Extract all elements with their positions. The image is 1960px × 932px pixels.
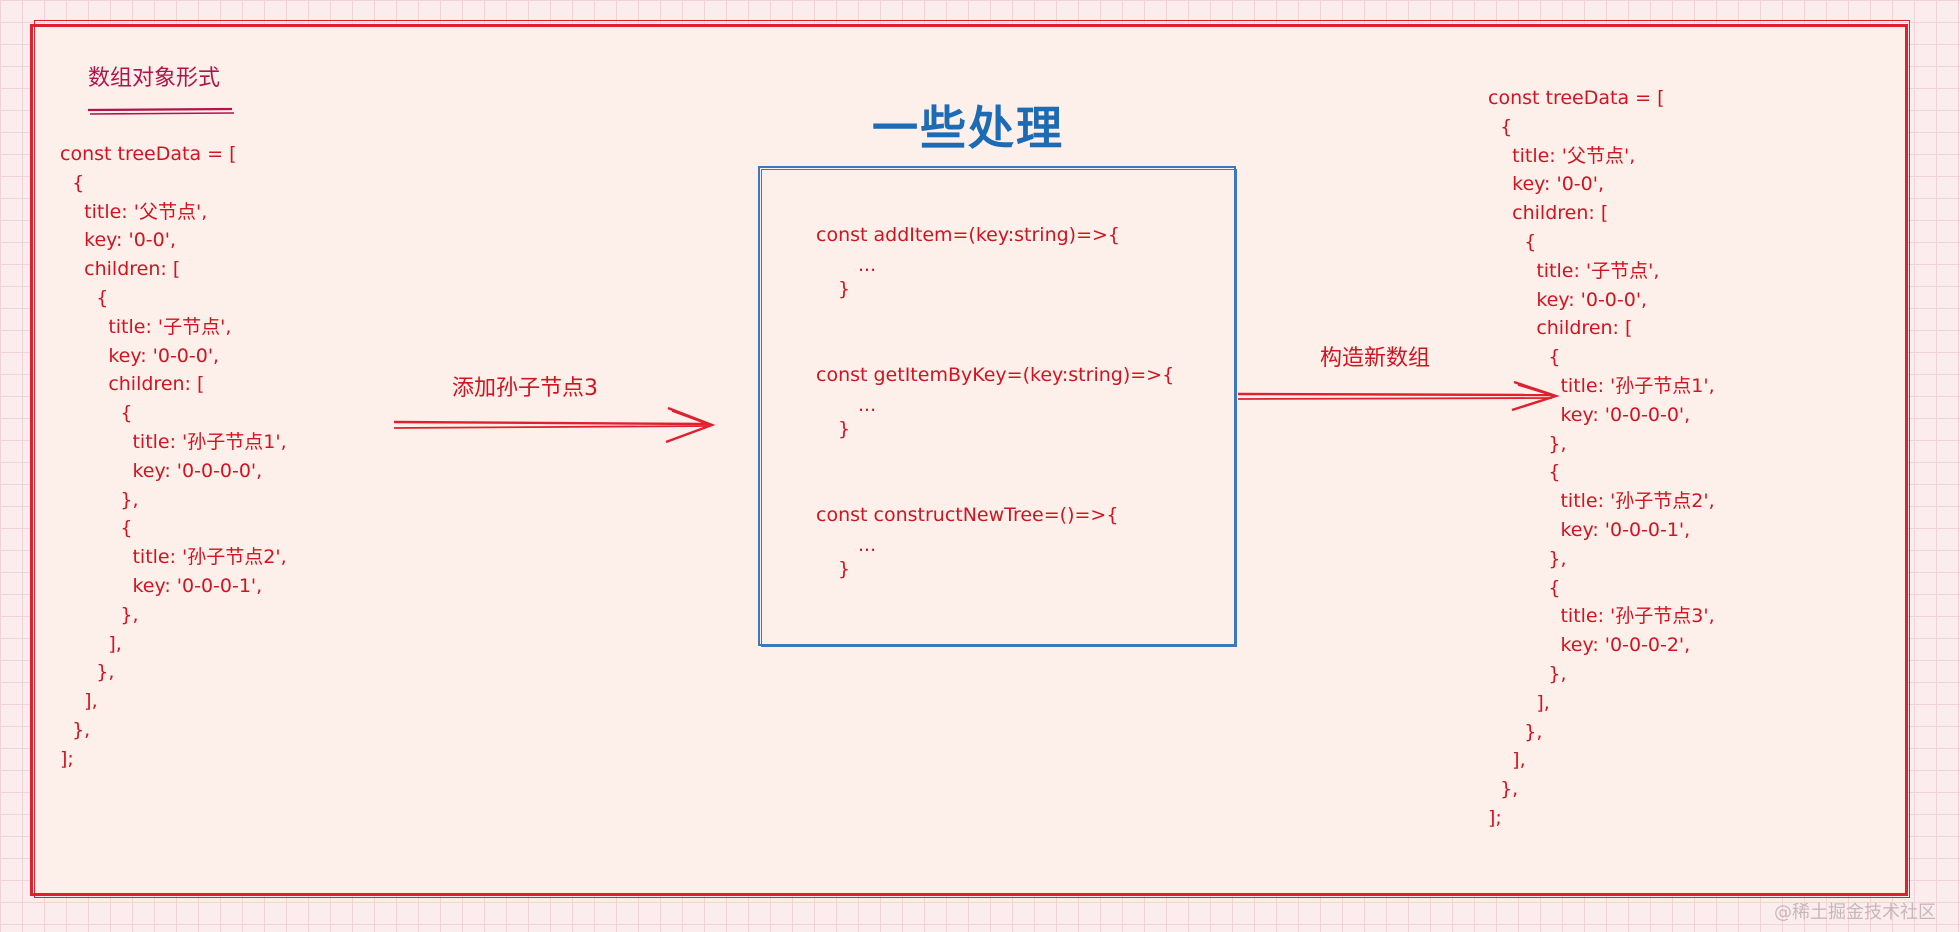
process-box [758, 166, 1236, 646]
function-body: ... [858, 534, 877, 556]
add-grandchild-label: 添加孙子节点3 [452, 376, 598, 401]
function-signature: const constructNewTree=()=>{ [816, 504, 1119, 526]
arrow-to-process [393, 406, 716, 444]
left-panel-title-underline [87, 107, 235, 115]
process-title: 一些处理 [872, 101, 1064, 155]
function-close: } [838, 278, 851, 300]
function-close: } [838, 558, 851, 580]
left-panel-title: 数组对象形式 [88, 66, 221, 91]
watermark: @稀土掘金技术社区 [1774, 902, 1936, 923]
function-signature: const getItemByKey=(key:string)=>{ [816, 364, 1175, 386]
function-signature: const addItem=(key:string)=>{ [816, 224, 1121, 246]
function-body: ... [858, 254, 877, 276]
construct-new-array-label: 构造新数组 [1320, 346, 1431, 371]
left-tree-code: const treeData = [ { title: '父节点', key: … [60, 143, 287, 770]
arrow-to-result [1237, 380, 1560, 412]
function-body: ... [858, 394, 877, 416]
function-close: } [838, 418, 851, 440]
right-tree-code: const treeData = [ { title: '父节点', key: … [1488, 87, 1715, 829]
